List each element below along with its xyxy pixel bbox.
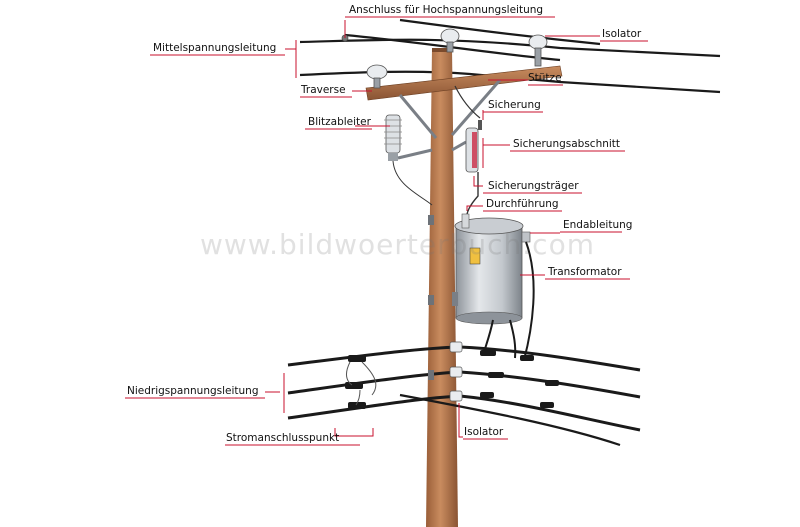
connector-blocks [345,350,559,409]
watermark: www.bildwoerterbuch.com [200,228,595,261]
label-sicherungstraeger: Sicherungsträger [488,180,579,192]
label-traverse: Traverse [301,84,346,96]
fuse-cutout [451,85,482,223]
service-drop-wires [346,361,377,406]
label-stuetze: Stütze [528,72,562,84]
utility-pole [426,48,458,527]
label-durchfuehrung: Durchführung [486,198,559,210]
transformer [452,213,535,361]
label-endableitung: Endableitung [563,219,633,231]
label-transformator: Transformator [548,266,622,278]
label-niedrigspannungsleitung: Niedrigspannungsleitung [127,385,259,397]
label-stromanschlusspunkt: Stromanschlusspunkt [226,432,340,444]
top-insulators [341,28,548,89]
braces [398,79,502,139]
label-sicherung: Sicherung [488,99,541,111]
label-mittelspannungsleitung: Mittelspannungsleitung [153,42,277,54]
lightning-arrester [384,114,433,206]
cross-arm [365,65,563,101]
leader-underlines [125,16,648,446]
label-blitzableiter: Blitzableiter [308,116,371,128]
label-isolator-top: Isolator [602,28,642,40]
low-voltage-insulators [449,341,463,402]
label-isolator-bottom: Isolator [464,426,504,438]
label-anschluss: Anschluss für Hochspannungsleitung [349,4,544,16]
label-sicherungsabschnitt: Sicherungsabschnitt [513,138,621,150]
leader-lines [265,20,600,438]
pole-hardware [428,215,434,380]
